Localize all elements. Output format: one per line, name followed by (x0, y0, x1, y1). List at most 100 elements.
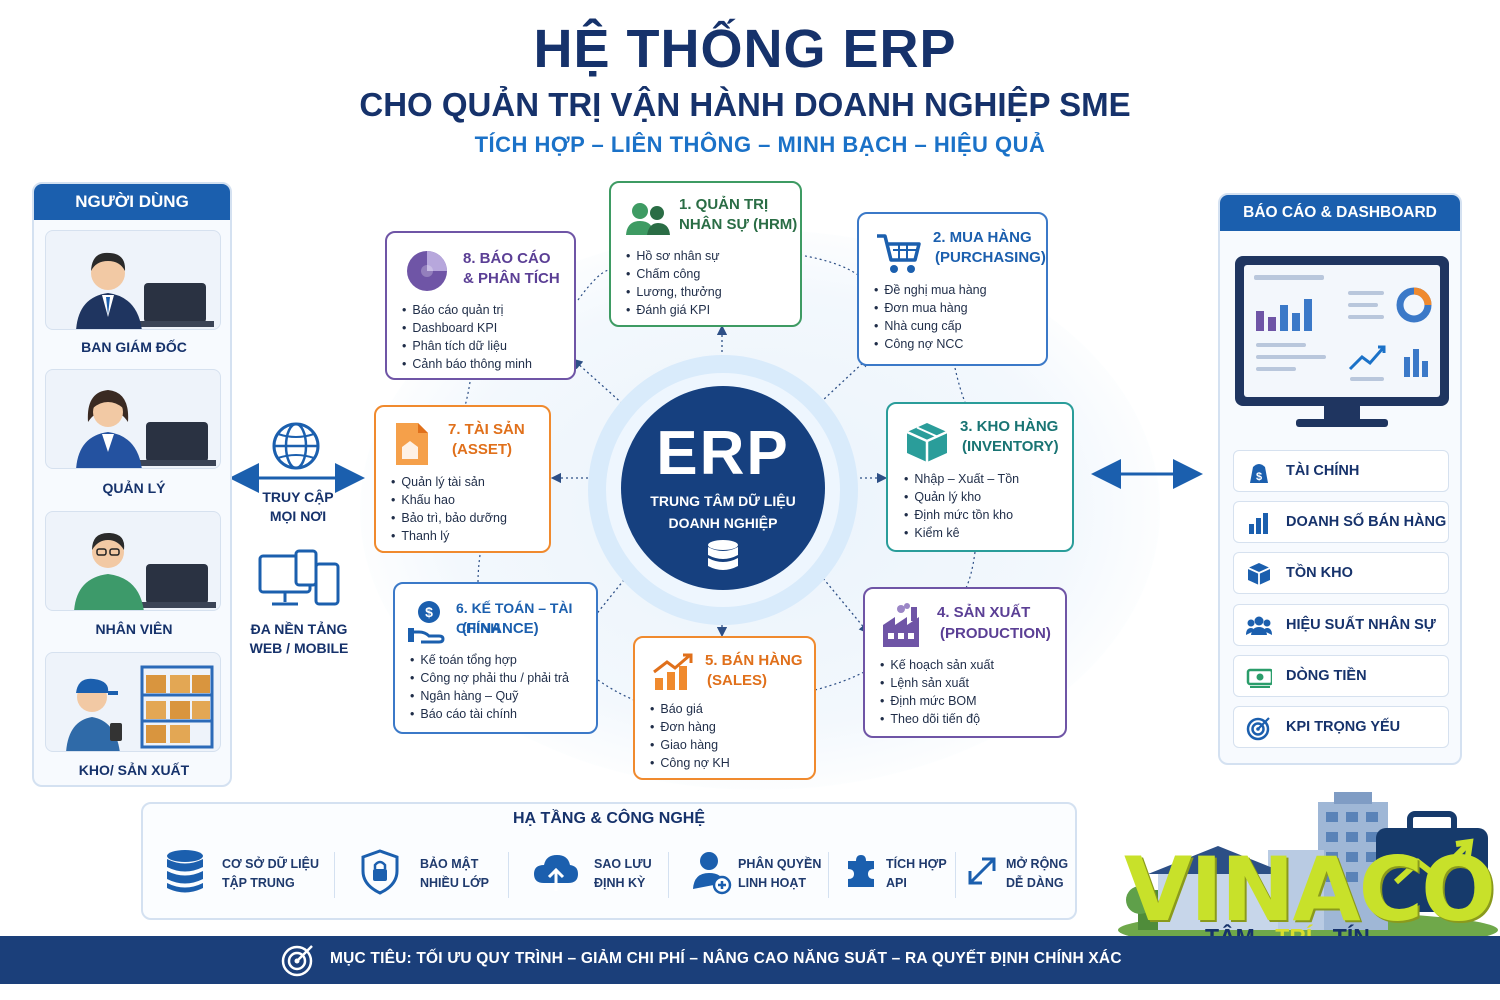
users-panel: NGƯỜI DÙNG BAN GIÁM ĐỐC QUẢN LÝ (32, 182, 232, 787)
growth-chart-icon (653, 653, 693, 690)
infra-label-line2: TẬP TRUNG (222, 876, 295, 890)
list-item: Công nợ phải thu / phải trả (410, 669, 569, 687)
warehouse-illustration (66, 665, 214, 751)
people-icon (1246, 616, 1272, 635)
list-item: Khấu hao (391, 491, 507, 509)
purchasing-title1: 2. MUA HÀNG (933, 229, 1032, 246)
user-card-director (45, 230, 221, 330)
brand-illustration (1118, 792, 1498, 940)
report-list: Báo cáo quản trị Dashboard KPI Phân tích… (402, 301, 532, 373)
asset-title1: 7. TÀI SẢN (448, 421, 525, 438)
divider (334, 852, 335, 898)
list-item: Phân tích dữ liệu (402, 337, 532, 355)
report-item-sales[interactable]: DOANH SỐ BÁN HÀNG (1233, 501, 1449, 543)
list-item: Công nợ NCC (874, 335, 987, 353)
report-item-cashflow[interactable]: DÒNG TIỀN (1233, 655, 1449, 697)
module-hrm[interactable]: 1. QUẢN TRỊ NHÂN SỰ (HRM) Hồ sơ nhân sự … (609, 181, 802, 327)
asset-title2: (ASSET) (452, 441, 512, 458)
finance-list: Kế toán tổng hợp Công nợ phải thu / phải… (410, 651, 569, 723)
report-item-finance[interactable]: $ TÀI CHÍNH (1233, 450, 1449, 492)
list-item: Kế toán tổng hợp (410, 651, 569, 669)
production-title2: (PRODUCTION) (940, 625, 1051, 642)
module-inventory[interactable]: 3. KHO HÀNG (INVENTORY) Nhập – Xuất – Tồ… (886, 402, 1074, 552)
infra-item-security: BẢO MẬT NHIỀU LỚP (360, 845, 510, 905)
user-label-director: BAN GIÁM ĐỐC (81, 339, 187, 355)
access-anywhere-line2: MỌI NƠI (269, 508, 327, 524)
divider (828, 852, 829, 898)
list-item: Chấm công (626, 265, 722, 283)
module-finance[interactable]: $ 6. KẾ TOÁN – TÀI CHÍNH (FINANCE) Kế to… (393, 582, 598, 734)
infra-label: CƠ SỞ DỮ LIỆU TẬP TRUNG (222, 855, 319, 893)
report-item-hr-performance[interactable]: HIỆU SUẤT NHÂN SỰ (1233, 604, 1449, 646)
report-title1: 8. BÁO CÁO (463, 250, 551, 267)
dollar-icon: $ (1250, 464, 1268, 483)
module-report[interactable]: 8. BÁO CÁO & PHÂN TÍCH Báo cáo quản trị … (385, 231, 576, 380)
people-icon (626, 203, 670, 235)
globe-icon (272, 422, 320, 470)
user-card-staff (45, 511, 221, 611)
infra-label: BẢO MẬT NHIỀU LỚP (420, 855, 489, 893)
list-item: Quản lý kho (904, 488, 1019, 506)
report-item-label: TỒN KHO (1286, 565, 1353, 581)
list-item: Đề nghị mua hàng (874, 281, 986, 299)
list-item: Đánh giá KPI (626, 301, 722, 319)
access-anywhere-line1: TRUY CẬP (262, 489, 334, 505)
module-asset[interactable]: 7. TÀI SẢN (ASSET) Quản lý tài sản Khấu … (374, 405, 551, 553)
monitor-dashboard-icon (1235, 256, 1449, 427)
divider (508, 852, 509, 898)
user-label-staff: NHÂN VIÊN (95, 621, 173, 637)
access-anywhere-text: TRUY CẬP MỌI NƠI (248, 488, 348, 526)
user-label-manager: QUẢN LÝ (102, 480, 166, 496)
list-item: Hồ sơ nhân sự (626, 247, 722, 265)
database-icon (167, 850, 203, 893)
module-sales[interactable]: 5. BÁN HÀNG (SALES) Báo giá Đơn hàng Gia… (633, 636, 816, 780)
infra-label-line2: DỄ DÀNG (1006, 876, 1064, 890)
list-item: Kiểm kê (904, 524, 1019, 542)
factory-icon (883, 603, 919, 647)
purchasing-list: Đề nghị mua hàng Đơn mua hàng Nhà cung c… (874, 281, 987, 353)
user-card-warehouse (45, 652, 221, 752)
sales-title1: 5. BÁN HÀNG (705, 652, 803, 669)
erp-line2: DOANH NGHIỆP (668, 515, 778, 531)
footer-bar (0, 936, 1500, 984)
infra-label-line1: TÍCH HỢP (886, 857, 947, 871)
box-icon (1247, 563, 1271, 585)
users-panel-title: NGƯỜI DÙNG (34, 184, 230, 220)
infra-label-line1: MỞ RỘNG (1006, 857, 1069, 871)
module-purchasing[interactable]: 2. MUA HÀNG (PURCHASING) Đề nghị mua hàn… (857, 212, 1048, 366)
pie-chart-icon (407, 251, 447, 291)
infra-label-line2: NHIỀU LỚP (420, 876, 490, 890)
sales-list: Báo giá Đơn hàng Giao hàng Công nợ KH (650, 700, 730, 772)
user-card-manager (45, 369, 221, 469)
infra-item-scalable: MỞ RỘNG DỄ DÀNG (966, 845, 1071, 905)
access-platform-line2: WEB / MOBILE (249, 640, 349, 656)
user-label-warehouse: KHO/ SẢN XUẤT (78, 762, 190, 778)
list-item: Công nợ KH (650, 754, 729, 772)
asset-document-icon (396, 423, 428, 465)
director-illustration (76, 252, 214, 329)
access-platform-text: ĐA NỀN TẢNG WEB / MOBILE (240, 620, 358, 658)
erp-line1: TRUNG TÂM DỮ LIỆU (650, 493, 796, 509)
cloud-upload-icon (534, 855, 578, 891)
list-item: Nhà cung cấp (874, 317, 987, 335)
divider (955, 852, 956, 898)
finance-title2: (FINANCE) (462, 620, 539, 637)
list-item: Đơn hàng (650, 718, 730, 736)
list-item: Lệnh sản xuất (880, 674, 994, 692)
svg-text:$: $ (425, 604, 433, 620)
target-icon (1246, 717, 1270, 741)
access-platform-line1: ĐA NỀN TẢNG (250, 621, 348, 637)
list-item: Thanh lý (391, 527, 507, 545)
money-hand-icon: $ (408, 601, 445, 644)
report-item-inventory[interactable]: TỒN KHO (1233, 552, 1449, 594)
module-production[interactable]: 4. SẢN XUẤT (PRODUCTION) Kế hoạch sản xu… (863, 587, 1067, 738)
list-item: Báo giá (650, 700, 730, 718)
list-item: Ngân hàng – Quỹ (410, 687, 569, 705)
list-item: Dashboard KPI (402, 319, 532, 337)
report-item-kpi[interactable]: KPI TRỌNG YẾU (1233, 706, 1449, 748)
inventory-list: Nhập – Xuất – Tồn Quản lý kho Định mức t… (904, 470, 1019, 542)
infra-label: TÍCH HỢP API (886, 855, 947, 893)
report-item-label: KPI TRỌNG YẾU (1286, 719, 1401, 735)
infra-label: SAO LƯU ĐỊNH KỲ (594, 855, 652, 893)
cash-icon (1246, 668, 1272, 688)
